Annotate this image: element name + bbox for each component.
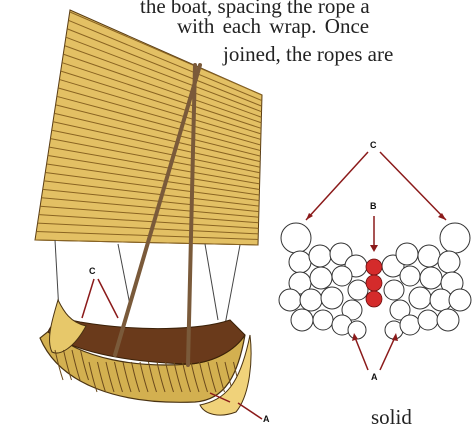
reed-bundle-circle [309,245,331,267]
reed-bundle-circle [348,280,368,300]
reed-bundle-circle [348,321,366,339]
reed-bundle-circle [440,223,470,253]
reed-bundle-circle [400,315,420,335]
reed-bundle-circle [332,266,352,286]
reed-bundle-circle [291,309,313,331]
reed-bundle-circle [420,267,442,289]
reed-bundle-circle [281,223,311,253]
reed-bundle-circle [437,309,459,331]
reed-bundle-circle [400,266,420,286]
cross-label-a: A [371,372,378,382]
reed-bundle-circle [310,267,332,289]
reed-bundle-circle [384,280,404,300]
reed-bundle-circle [418,245,440,267]
reed-bundle-circle [409,287,431,309]
reed-bundle-circle [396,243,418,265]
reed-bundle-circle [289,251,311,273]
reed-bundle-circle [418,310,438,330]
reed-bundle-circle [449,289,471,311]
reed-bundle-circle [313,310,333,330]
cross-label-b: B [370,201,377,211]
reed-bundle-circle [438,251,460,273]
cross-label-c: C [370,140,377,150]
core-reeds [366,259,382,307]
reed-bundle-circle [321,287,343,309]
reed-bundle-circle [300,289,322,311]
reed-bundle-circle [279,289,301,311]
